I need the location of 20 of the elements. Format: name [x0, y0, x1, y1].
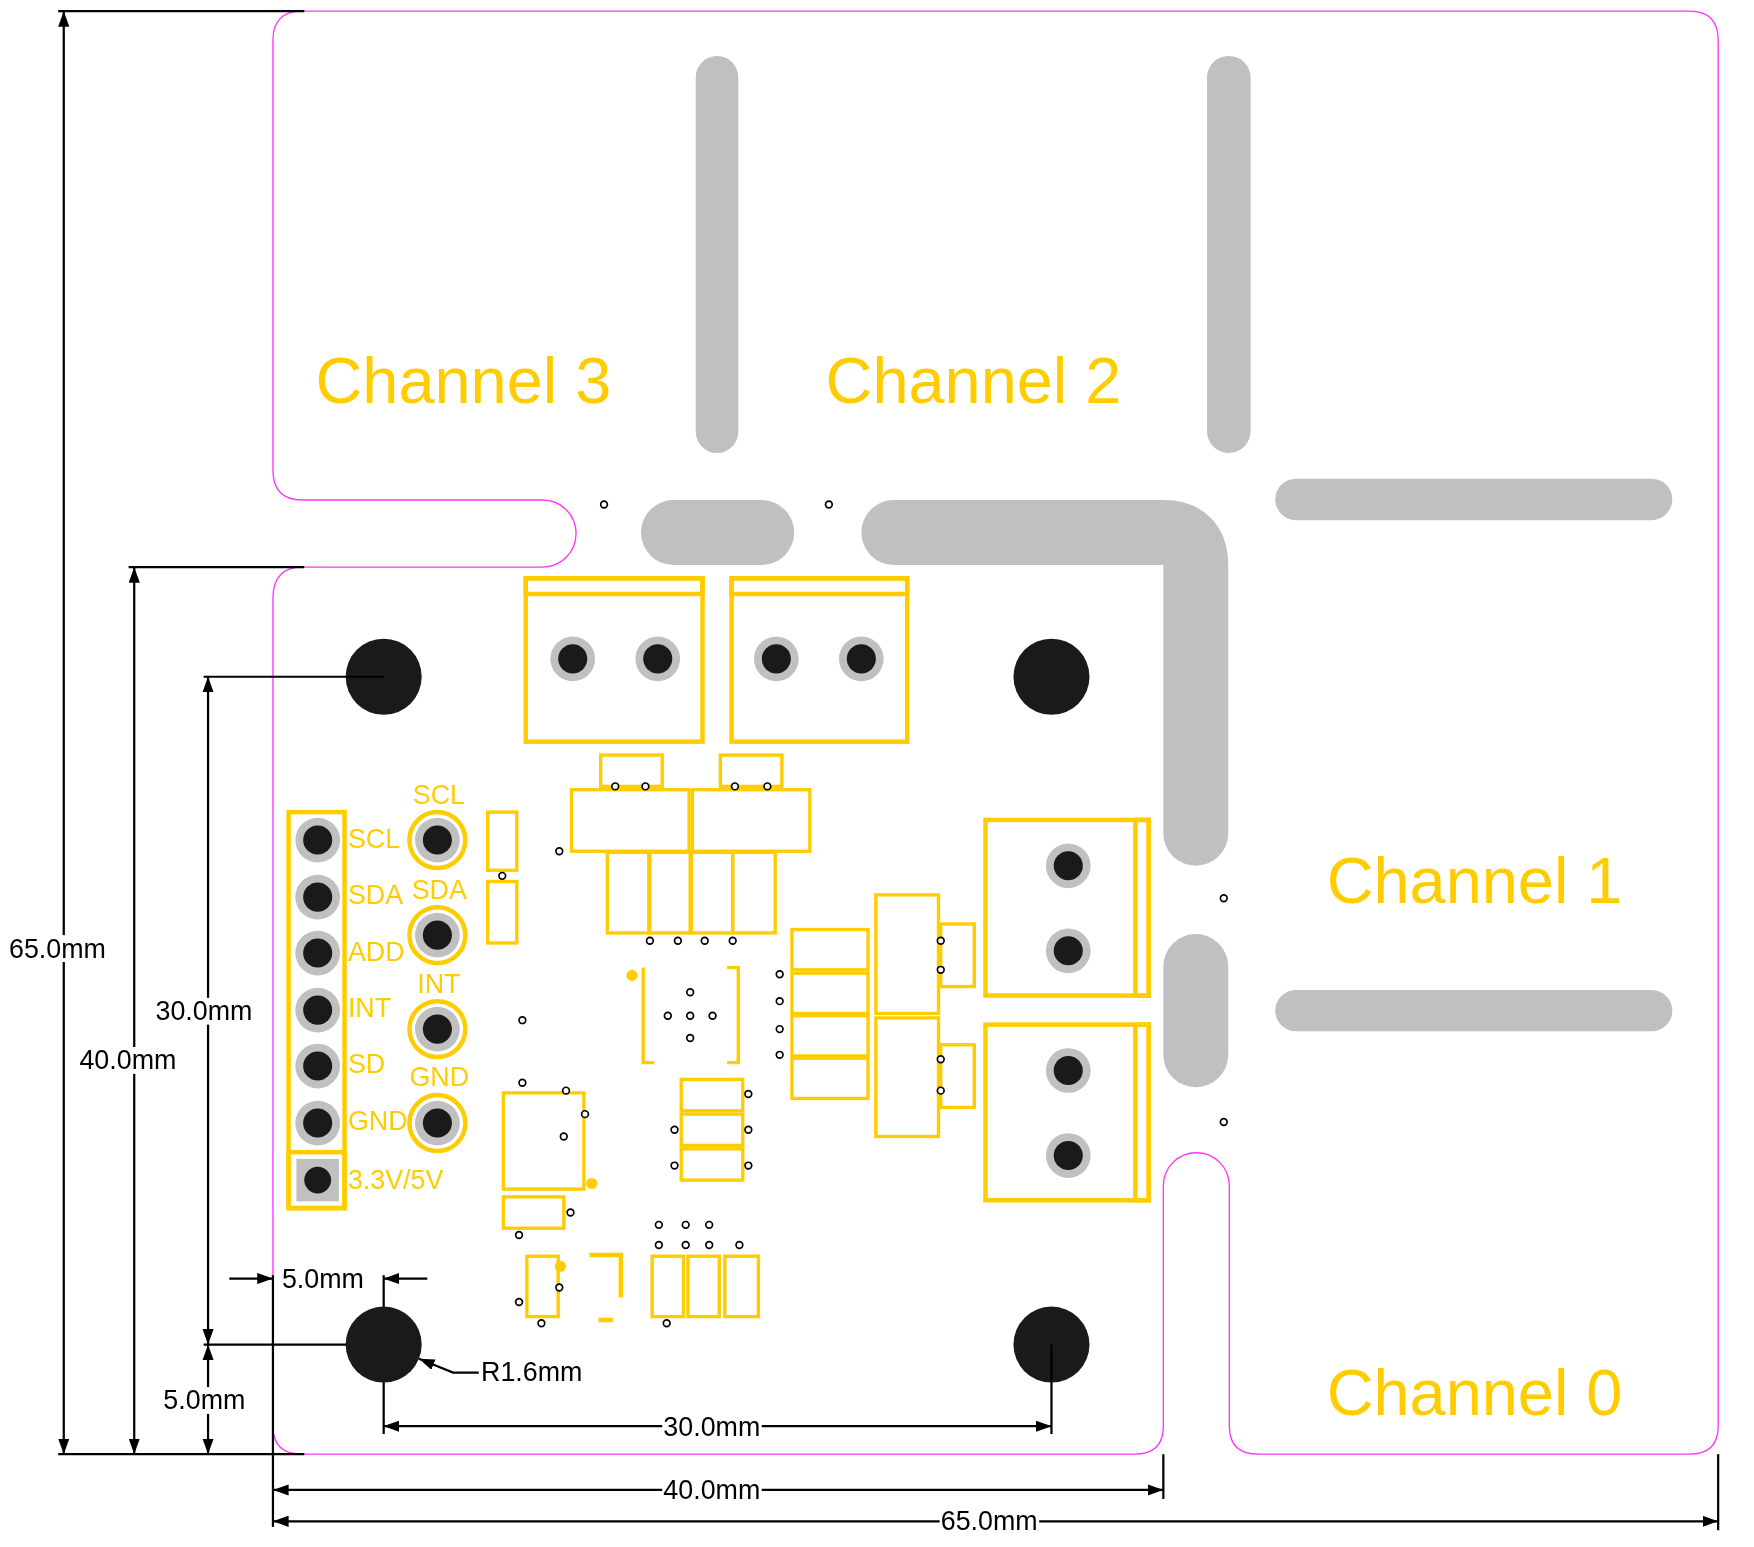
pin-label: SCL [347, 825, 401, 853]
dimension-text: 40.0mm [78, 1047, 178, 1074]
channel-label: Channel 2 [825, 347, 1122, 413]
pin-label: SD [347, 1050, 386, 1078]
pin-label: 3.3V/5V [347, 1166, 444, 1194]
pin-label: INT [417, 970, 461, 998]
pin-label: GND [347, 1107, 408, 1135]
dimension-text: 5.0mm [162, 1387, 247, 1414]
channel-label: Channel 0 [1326, 1360, 1623, 1426]
dimension-text: 65.0mm [7, 935, 108, 962]
pin-label: ADD [347, 938, 405, 966]
dimension-text: 30.0mm [154, 997, 254, 1025]
pin-label: SCL [412, 781, 465, 809]
pin-label: SDA [411, 877, 467, 904]
pin-label: GND [409, 1063, 470, 1091]
pin-label: SDA [347, 881, 404, 909]
channel-label: Channel 3 [315, 347, 612, 413]
leader-line [418, 1357, 479, 1374]
pin-label: INT [347, 994, 392, 1022]
channel-label: Channel 1 [1326, 847, 1623, 913]
